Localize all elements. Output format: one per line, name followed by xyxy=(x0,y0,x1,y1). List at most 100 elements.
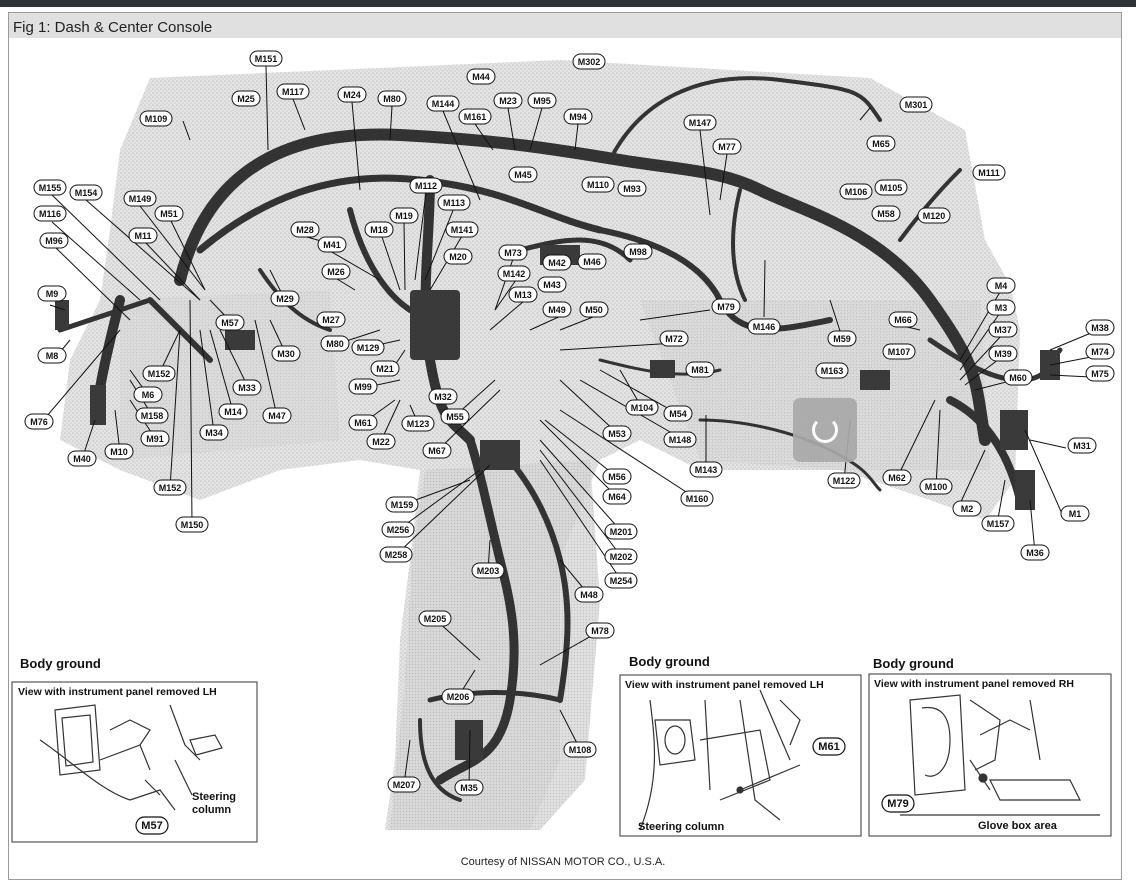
svg-text:M157: M157 xyxy=(987,519,1010,529)
connector-M4-label: M4 xyxy=(986,277,1016,294)
svg-text:M95: M95 xyxy=(533,96,551,106)
svg-text:M302: M302 xyxy=(578,57,601,67)
svg-text:M258: M258 xyxy=(385,550,408,560)
connector-M48-label: M48 xyxy=(574,586,604,603)
connector-M47-label: M47 xyxy=(262,407,292,424)
loading-spinner xyxy=(793,398,857,462)
svg-text:M61: M61 xyxy=(354,418,372,428)
svg-text:M148: M148 xyxy=(669,435,692,445)
svg-text:M254: M254 xyxy=(610,576,633,586)
svg-text:M256: M256 xyxy=(387,525,410,535)
svg-text:M39: M39 xyxy=(994,349,1012,359)
svg-text:M28: M28 xyxy=(296,225,314,235)
browser-top-strip xyxy=(0,0,1136,7)
svg-text:M36: M36 xyxy=(1026,548,1044,558)
svg-text:M24: M24 xyxy=(343,90,361,100)
svg-text:M108: M108 xyxy=(569,745,592,755)
connector-M302-label: M302 xyxy=(572,53,606,70)
connector-M202-label: M202 xyxy=(604,548,638,565)
svg-text:M203: M203 xyxy=(477,566,500,576)
connector-M41-label: M41 xyxy=(317,236,347,253)
connector-M79a-label: M79 xyxy=(711,298,741,315)
svg-text:M58: M58 xyxy=(877,209,895,219)
connector-M107-label: M107 xyxy=(882,343,916,360)
svg-text:M3: M3 xyxy=(995,303,1008,313)
svg-text:M57: M57 xyxy=(221,318,239,328)
connector-M301-label: M301 xyxy=(899,96,933,113)
connector-M155-label: M155 xyxy=(33,179,67,196)
svg-text:M30: M30 xyxy=(277,349,295,359)
connector-M157-label: M157 xyxy=(981,515,1015,532)
connector-M123-label: M123 xyxy=(401,415,435,432)
connector-M58-label: M58 xyxy=(871,205,901,222)
connector-M9-label: M9 xyxy=(37,285,67,302)
svg-text:M25: M25 xyxy=(237,94,255,104)
svg-text:M46: M46 xyxy=(583,257,601,267)
svg-text:M110: M110 xyxy=(587,180,609,190)
svg-text:M96: M96 xyxy=(45,236,63,246)
inset-lh-frame xyxy=(11,681,258,843)
connector-M151-label: M151 xyxy=(249,50,283,67)
inset-lh-illustration xyxy=(39,704,223,811)
inset-center-title: Body ground xyxy=(629,654,710,669)
svg-text:M1: M1 xyxy=(1069,509,1082,519)
svg-text:M81: M81 xyxy=(691,365,709,375)
connector-M205-label: M205 xyxy=(418,610,452,627)
connector-M65-label: M65 xyxy=(866,135,896,152)
connector-M1-label: M1 xyxy=(1060,505,1090,522)
connector-M20-label: M20 xyxy=(443,248,473,265)
connector-M81-label: M81 xyxy=(685,361,715,378)
connector-M25-label: M25 xyxy=(231,90,261,107)
svg-text:M151: M151 xyxy=(255,54,278,64)
connector-M24-label: M24 xyxy=(337,86,367,103)
connector-M54-label: M54 xyxy=(663,405,693,422)
connector-M32-label: M32 xyxy=(428,388,458,405)
connector-M56-label: M56 xyxy=(602,468,632,485)
svg-text:M38: M38 xyxy=(1091,323,1109,333)
svg-text:M41: M41 xyxy=(323,240,341,250)
figure-title: Fig 1: Dash & Center Console xyxy=(13,19,213,36)
connector-M74-label: M74 xyxy=(1085,343,1115,360)
connector-M148-label: M148 xyxy=(663,431,697,448)
connector-M57a-label: M57 xyxy=(215,314,245,331)
connector-M10-label: M10 xyxy=(104,443,134,460)
svg-text:M2: M2 xyxy=(961,504,974,514)
svg-text:M21: M21 xyxy=(376,364,394,374)
connector-M21-label: M21 xyxy=(370,360,400,377)
connector-M38-label: M38 xyxy=(1085,319,1115,336)
connector-M43-label: M43 xyxy=(537,276,567,293)
svg-text:M33: M33 xyxy=(238,383,256,393)
svg-text:M116: M116 xyxy=(39,209,61,219)
connector-M23-label: M23 xyxy=(493,92,523,109)
svg-text:M104: M104 xyxy=(631,403,654,413)
connector-M78-label: M78 xyxy=(585,622,615,639)
svg-text:M159: M159 xyxy=(391,500,414,510)
inset-body-ground-rh: Body ground View with instrument panel r… xyxy=(868,656,1112,837)
svg-text:M111: M111 xyxy=(978,168,1000,178)
connector-M100-label: M100 xyxy=(919,478,953,495)
svg-text:M160: M160 xyxy=(686,494,709,504)
connector-M13-label: M13 xyxy=(508,286,538,303)
connector-M96-label: M96 xyxy=(39,232,69,249)
connector-M160-label: M160 xyxy=(680,490,714,507)
connector-M76-label: M76 xyxy=(24,413,54,430)
svg-text:M141: M141 xyxy=(451,225,474,235)
svg-text:M122: M122 xyxy=(833,476,856,486)
connector-M73-label: M73 xyxy=(498,244,528,261)
svg-text:M80: M80 xyxy=(326,339,344,349)
connector-M116-label: M116 xyxy=(33,205,67,222)
connector-M26-label: M26 xyxy=(321,263,351,280)
connector-M14-label: M14 xyxy=(218,403,248,420)
connector-M129-label: M129 xyxy=(351,339,385,356)
svg-text:M152: M152 xyxy=(159,483,182,493)
connector-M105-label: M105 xyxy=(874,179,908,196)
connector-M112-label: M112 xyxy=(409,177,443,194)
svg-text:M9: M9 xyxy=(46,289,59,299)
svg-text:M78: M78 xyxy=(591,626,609,636)
connector-M53-label: M53 xyxy=(602,425,632,442)
svg-text:M54: M54 xyxy=(669,409,687,419)
svg-text:M79: M79 xyxy=(717,302,735,312)
svg-text:M6: M6 xyxy=(142,390,155,400)
connector-M256-label: M256 xyxy=(381,521,415,538)
svg-text:M73: M73 xyxy=(504,248,522,258)
